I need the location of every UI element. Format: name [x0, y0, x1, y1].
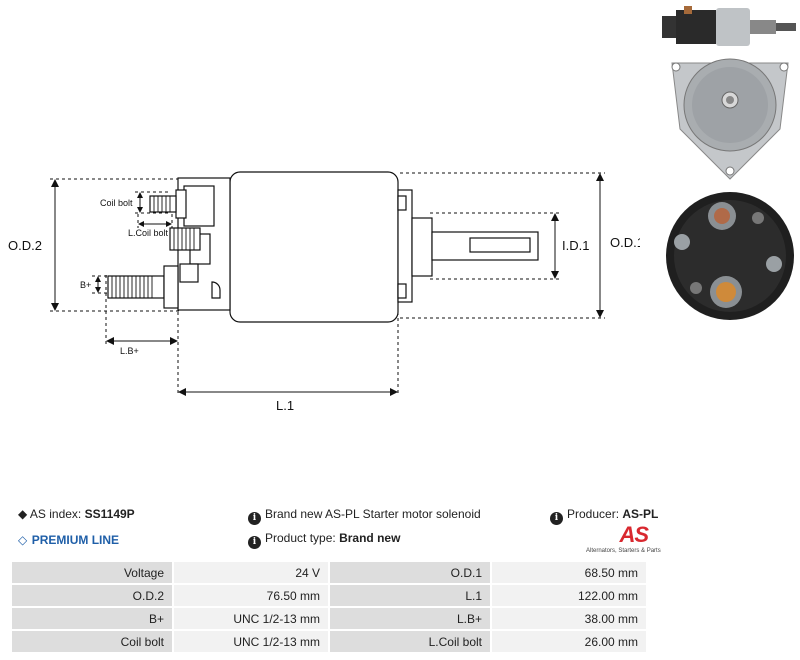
od2-label: O.D.2	[8, 238, 42, 253]
spec-value: 68.50 mm	[490, 560, 648, 585]
table-row: B+ UNC 1/2-13 mm L.B+ 38.00 mm	[10, 606, 648, 631]
spec-value: 24 V	[172, 560, 330, 585]
specs-table: Voltage 24 V O.D.1 68.50 mm O.D.2 76.50 …	[10, 560, 648, 654]
product-type-value: Brand new	[339, 531, 401, 545]
producer-value: AS-PL	[622, 507, 659, 521]
producer-label: Producer:	[567, 507, 620, 521]
l-b-plus-label: L.B+	[120, 346, 139, 356]
product-photo-front	[671, 58, 789, 180]
producer-logo: AS Alternators, Starters & Parts	[586, 522, 661, 554]
table-row: O.D.2 76.50 mm L.1 122.00 mm	[10, 583, 648, 608]
description-row: i Brand new AS-PL Starter motor solenoid	[248, 507, 481, 525]
producer-row: i Producer: AS-PL	[550, 507, 658, 525]
l1-label: L.1	[276, 398, 294, 413]
table-row: Voltage 24 V O.D.1 68.50 mm	[10, 560, 648, 585]
b-plus-label: B+	[80, 280, 91, 290]
logo-subtitle: Alternators, Starters & Parts	[586, 548, 661, 554]
product-type-row: i Product type: Brand new	[248, 531, 400, 549]
description-text: Brand new AS-PL Starter motor solenoid	[265, 507, 481, 521]
id1-label: I.D.1	[562, 238, 589, 253]
product-photo-terminals	[666, 192, 794, 320]
spec-label: L.1	[328, 583, 492, 608]
spec-value: 122.00 mm	[490, 583, 648, 608]
as-index-value: SS1149P	[84, 507, 135, 521]
premium-line-label: PREMIUM LINE	[31, 533, 120, 547]
as-index-row: ◆ AS index: SS1149P	[18, 507, 135, 521]
spec-label: O.D.2	[10, 583, 174, 608]
spec-label: L.Coil bolt	[328, 629, 492, 654]
coil-bolt-label: Coil bolt	[100, 198, 133, 208]
info-icon: i	[550, 512, 563, 525]
as-index-label: AS index:	[29, 507, 82, 521]
l-coil-bolt-label: L.Coil bolt	[128, 228, 169, 238]
spec-label: Coil bolt	[10, 629, 174, 654]
od1-label: O.D.1	[610, 235, 640, 250]
info-icon: i	[248, 512, 261, 525]
spec-value: UNC 1/2-13 mm	[172, 606, 330, 631]
diamond-icon: ◇	[18, 533, 28, 547]
spec-value: 38.00 mm	[490, 606, 648, 631]
tags-icon: ◆	[18, 507, 28, 521]
product-type-label: Product type:	[265, 531, 336, 545]
product-photo-side	[662, 6, 796, 46]
spec-label: O.D.1	[328, 560, 492, 585]
spec-label: L.B+	[328, 606, 492, 631]
logo-text: AS	[619, 522, 649, 547]
info-icon: i	[248, 536, 261, 549]
spec-value: UNC 1/2-13 mm	[172, 629, 330, 654]
table-row: Coil bolt UNC 1/2-13 mm L.Coil bolt 26.0…	[10, 629, 648, 654]
spec-label: B+	[10, 606, 174, 631]
spec-value: 76.50 mm	[172, 583, 330, 608]
spec-value: 26.00 mm	[490, 629, 648, 654]
spec-label: Voltage	[10, 560, 174, 585]
premium-line-row: ◇ PREMIUM LINE	[18, 531, 119, 549]
solenoid-technical-drawing: O.D.2 O.D.1 I.D.1 L.1 Coil bolt L.Coil b…	[8, 171, 640, 413]
